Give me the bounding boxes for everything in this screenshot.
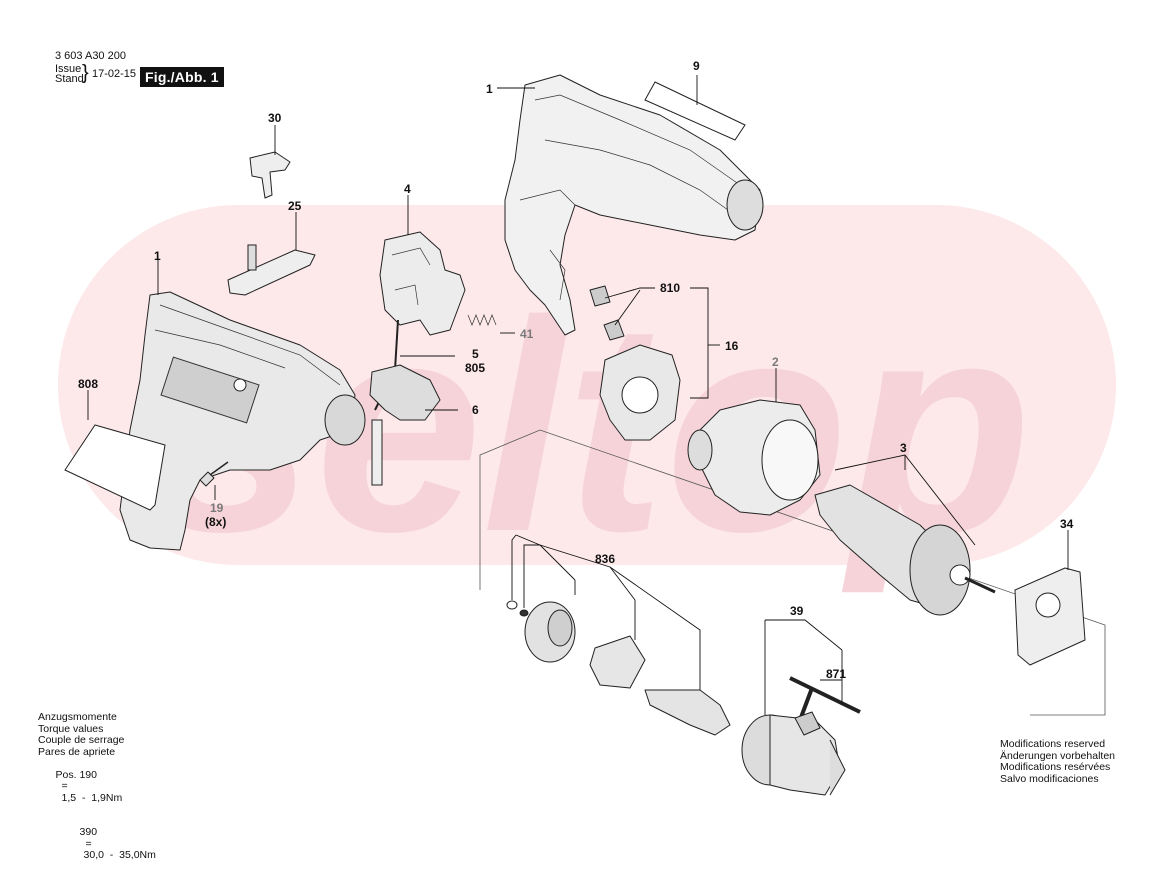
callout-25: 25 xyxy=(288,199,302,213)
callout-34: 34 xyxy=(1060,517,1074,531)
callout-16: 16 xyxy=(725,339,739,353)
torque-block: Anzugsmomente Torque values Couple de se… xyxy=(38,712,156,873)
callout-8x: (8x) xyxy=(205,515,226,529)
callout-41: 41 xyxy=(520,327,534,341)
callout-6: 6 xyxy=(472,403,479,417)
torque-row-390: 390 = 30,0 - 35,0Nm xyxy=(38,816,156,873)
torque-line-fr: Couple de serrage xyxy=(38,735,156,747)
callout-871: 871 xyxy=(826,667,846,681)
part-39-chuck xyxy=(742,715,845,795)
modifications-block: Modifications reserved Änderungen vorbeh… xyxy=(1000,739,1115,785)
torque-390-eq: = xyxy=(86,838,92,850)
part-871-chuck-key xyxy=(790,678,860,735)
mod-line-es: Salvo modificaciones xyxy=(1000,774,1115,786)
torque-390-label: 390 xyxy=(80,826,98,838)
part-30-clip xyxy=(250,152,290,198)
part-836-gearset xyxy=(507,601,730,735)
callout-805: 805 xyxy=(465,361,485,375)
callout-1b: 1 xyxy=(154,249,161,263)
callout-19: 19 xyxy=(210,501,224,515)
mod-line-en: Modifications reserved xyxy=(1000,739,1115,751)
callout-3: 3 xyxy=(900,441,907,455)
callout-4: 4 xyxy=(404,182,411,196)
torque-190-eq: = xyxy=(62,780,68,792)
torque-190-value: 1,5 - 1,9Nm xyxy=(62,792,123,804)
torque-190-label: Pos. 190 xyxy=(56,769,97,781)
callout-9: 9 xyxy=(693,59,700,73)
callout-39: 39 xyxy=(790,604,804,618)
callout-1a: 1 xyxy=(486,82,493,96)
torque-line-de: Anzugsmomente xyxy=(38,712,156,724)
torque-390-value: 30,0 - 35,0Nm xyxy=(84,849,156,861)
callout-2: 2 xyxy=(772,355,779,369)
callout-836: 836 xyxy=(595,552,615,566)
callout-810: 810 xyxy=(660,281,680,295)
torque-row-190: Pos. 190 = 1,5 - 1,9Nm xyxy=(38,758,156,816)
mod-line-fr: Modifications resérvées xyxy=(1000,762,1115,774)
callout-808: 808 xyxy=(78,377,98,391)
diagram-canvas: seltop xyxy=(0,0,1169,826)
callout-5: 5 xyxy=(472,347,479,361)
callout-30: 30 xyxy=(268,111,282,125)
torque-line-es: Pares de apriete xyxy=(38,747,156,759)
exploded-view-sheet: 3 603 A30 200 Issue Stand } 17-02-15 Fig… xyxy=(0,0,1169,826)
